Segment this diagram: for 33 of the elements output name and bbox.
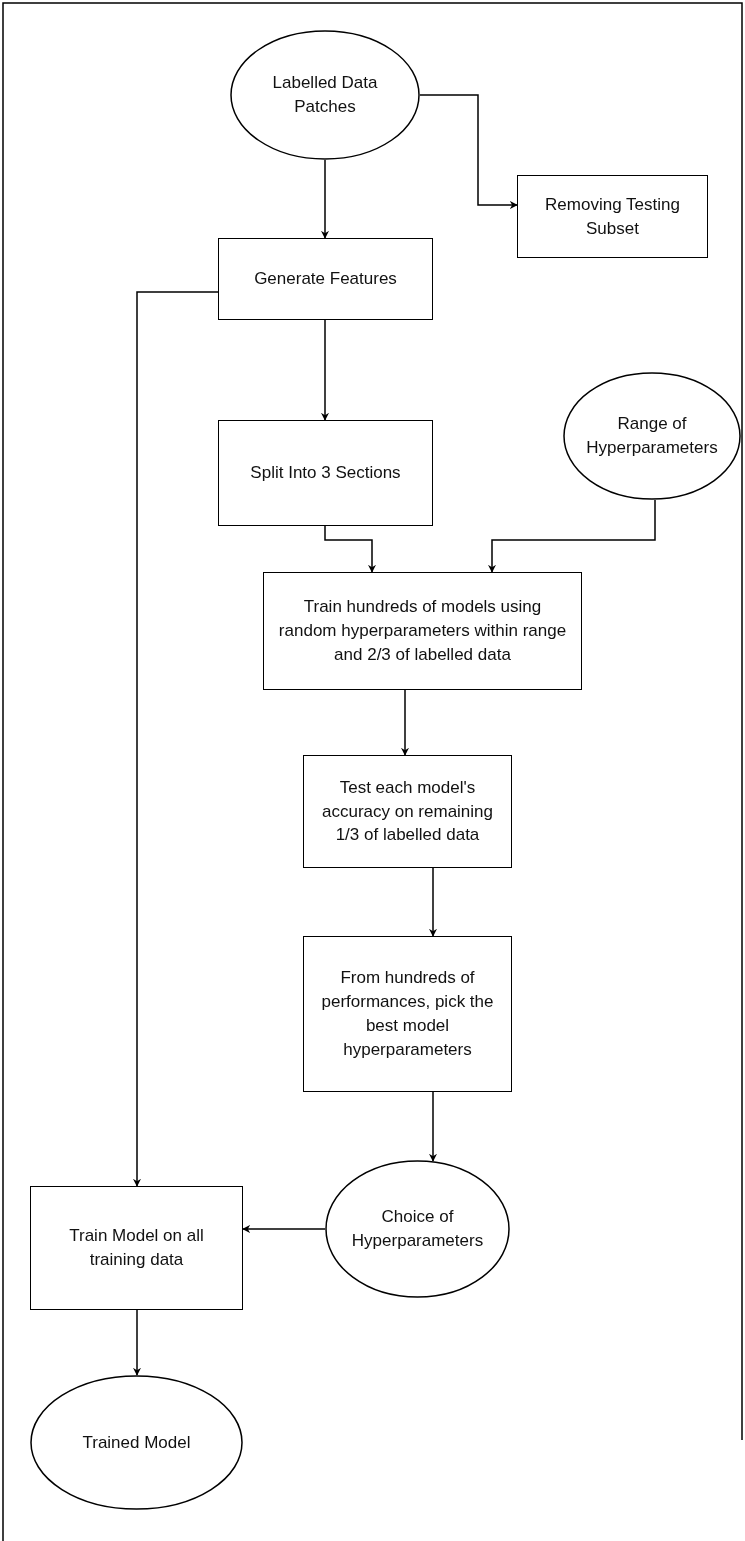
node-label: Train hundreds of models using random hyperparameters within range and 2/3 of labelled data <box>277 596 568 666</box>
ellipse-node <box>563 372 741 500</box>
arrow <box>133 1309 141 1376</box>
node-label: Split Into 3 Sections <box>250 462 401 485</box>
arrow <box>324 525 376 573</box>
node-label: Trained Model <box>82 1431 191 1454</box>
process-box <box>30 1186 243 1310</box>
arrow <box>321 319 329 421</box>
ellipse-node <box>230 30 420 160</box>
arrow <box>133 291 219 1187</box>
arrow <box>488 499 656 573</box>
node-label: Generate Features <box>254 268 397 291</box>
node-label: Test each model's accuracy on remaining 1/3 of labelled data <box>321 776 494 847</box>
node-label: Removing Testing Subset <box>544 193 681 240</box>
process-box <box>303 936 512 1092</box>
arrow <box>419 94 518 209</box>
arrow <box>242 1225 326 1233</box>
process-box <box>218 420 433 526</box>
process-box <box>218 238 433 320</box>
ellipse-node <box>325 1160 510 1298</box>
arrow <box>429 867 437 937</box>
node-label: Labelled Data Patches <box>271 72 379 118</box>
node-label: Range of Hyperparameters <box>585 413 719 459</box>
process-box <box>517 175 708 258</box>
node-label: Choice of Hyperparameters <box>350 1206 485 1252</box>
node-label: From hundreds of performances, pick the best model hyperparameters <box>320 967 495 1061</box>
arrow <box>429 1091 437 1162</box>
ellipse-node <box>30 1375 243 1510</box>
process-box <box>263 572 582 690</box>
process-box <box>303 755 512 868</box>
arrow <box>321 159 329 239</box>
arrow <box>401 689 409 756</box>
node-label: Train Model on all training data <box>68 1225 205 1271</box>
